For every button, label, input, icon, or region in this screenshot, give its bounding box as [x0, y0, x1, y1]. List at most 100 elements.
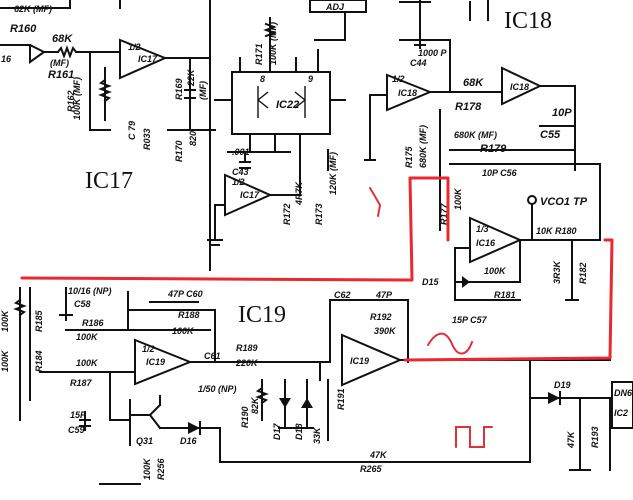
label-r177: R177: [439, 202, 449, 225]
label-ic16: IC16: [476, 238, 496, 248]
label-ic18a: IC18: [398, 88, 417, 98]
label-c61: C61: [204, 351, 221, 361]
label-62k: 62K (MF): [14, 4, 52, 14]
label-r187: R187: [70, 378, 93, 388]
red-signal-path-right: [403, 238, 614, 362]
label-r172: R172: [282, 203, 292, 225]
label-c44: C44: [410, 58, 427, 68]
label-r188-val: 100K: [172, 326, 195, 336]
label-ic18b: IC18: [510, 82, 529, 92]
label-c59-val: 15P: [70, 410, 87, 420]
label-r188: R188: [178, 310, 200, 320]
label-r178-val: 68K: [463, 77, 484, 89]
label-100k-r181: 100K: [484, 266, 507, 276]
label-r184: R184: [34, 350, 44, 372]
label-c43: C43: [232, 167, 249, 177]
label-q31: Q31: [136, 436, 153, 446]
label-680k-mf: 680K (MF): [454, 130, 497, 140]
ic18-section: ADJ 1000 P C44 IC18 1/2 68K R178 IC18 IC…: [309, 0, 601, 231]
adjust-box: [309, 0, 367, 13]
right-section: D19 47K R193 DN6 IC2: [529, 380, 633, 471]
diode-d16: [188, 422, 200, 434]
label-r173: R173: [314, 203, 324, 225]
label-r191-val: 33K: [312, 426, 322, 444]
label-r193: R193: [590, 426, 600, 448]
label-c62: C62: [334, 290, 351, 300]
label-c59: C59: [68, 425, 85, 435]
red-annotations: [20, 176, 614, 448]
label-c61-val: 1/50 (NP): [198, 384, 237, 394]
label-d19: D19: [554, 380, 571, 390]
label-d16: D16: [180, 436, 198, 446]
label-ic19a: IC19: [146, 357, 165, 367]
label-ic17a-frac: 1/2: [128, 42, 141, 52]
label-ic19a-frac: 1/2: [142, 344, 155, 354]
label-c58: C58: [74, 299, 91, 309]
label-r189: R189: [236, 343, 258, 353]
annotation-marker-1: [369, 187, 382, 217]
label-ic18a-frac: 1/2: [392, 74, 405, 84]
label-r265: R265: [360, 464, 383, 474]
label-r169: R169: [174, 78, 184, 100]
label-r265-val: 47K: [369, 450, 388, 460]
label-r186-val: 100K: [76, 332, 99, 342]
ic19-section: 100K R185 100K R184 10/16 (NP) C58 R186 …: [0, 286, 611, 485]
label-r256-val: 100K: [142, 457, 152, 480]
label-r256: R256: [156, 457, 166, 480]
label-ic16: 16: [1, 54, 12, 64]
label-r180: 10K R180: [536, 226, 577, 236]
label-ic16-frac: 1/3: [476, 224, 489, 234]
label-ic19b: IC19: [350, 356, 369, 366]
label-r175: R175: [404, 145, 414, 168]
label-c58-val: 10/16 (NP): [68, 286, 112, 296]
label-ic22: IC22: [276, 99, 299, 111]
label-c56: 10P C56: [482, 168, 518, 178]
label-c79: C 79: [127, 121, 137, 140]
vco-testpoint: [527, 195, 537, 205]
label-r033: R033: [142, 128, 152, 150]
label-r177-val: 100K: [453, 187, 463, 210]
label-ic2: IC2: [614, 408, 628, 418]
label-r161: R161: [48, 69, 74, 81]
label-ic17a: IC17: [138, 54, 158, 64]
label-r185-val: 100K: [0, 309, 10, 332]
label-r181: R181: [494, 290, 516, 300]
label-r160: R160: [10, 23, 37, 35]
label-r175-val: 680K (MF): [418, 125, 428, 168]
label-adj: ADJ: [325, 2, 345, 12]
label-c60: 47P C60: [167, 289, 203, 299]
label-r178: R178: [455, 101, 482, 113]
title-ic19: IC19: [238, 302, 286, 328]
label-ic17b: IC17: [240, 190, 260, 200]
label-r191: R191: [336, 388, 346, 410]
ic22-section: C 79 R033 R169 22K (MF) R170 820 IC22 8 …: [127, 17, 346, 246]
label-r185: R185: [34, 309, 44, 332]
label-c43-val: .001: [232, 147, 250, 157]
diode-d18: [301, 398, 313, 408]
dn-package: [611, 381, 633, 429]
label-dn: DN6: [614, 388, 633, 398]
label-r173-val: 120K (MF): [328, 152, 338, 195]
label-r187-val: 100K: [76, 358, 99, 368]
label-r192: R192: [370, 312, 392, 322]
diode-d15: [462, 276, 470, 288]
red-signal-path: [20, 176, 450, 282]
label-r172-val: 4R7K: [294, 180, 304, 206]
diode-d19: [548, 392, 560, 404]
label-r193-val: 47K: [566, 430, 576, 449]
label-r190: R190: [240, 406, 250, 428]
ic22-package: [231, 71, 331, 135]
label-r170-val: 820: [188, 131, 198, 146]
label-r171: R171: [254, 43, 264, 65]
pin-8: 8: [260, 74, 265, 84]
label-c44-val: 1000 P: [418, 48, 448, 58]
top-left-section: 62K (MF) R160 16 68K (MF) R161 IC17 1/2 …: [0, 0, 211, 271]
diode-d17: [279, 398, 291, 408]
label-ic17b-frac: 1/2: [232, 177, 245, 187]
label-r186: R186: [82, 318, 105, 328]
label-r170: R170: [174, 140, 184, 162]
label-r179: R179: [480, 143, 507, 155]
label-c57: 15P C57: [452, 315, 488, 325]
annotation-square-wave: [455, 426, 493, 448]
